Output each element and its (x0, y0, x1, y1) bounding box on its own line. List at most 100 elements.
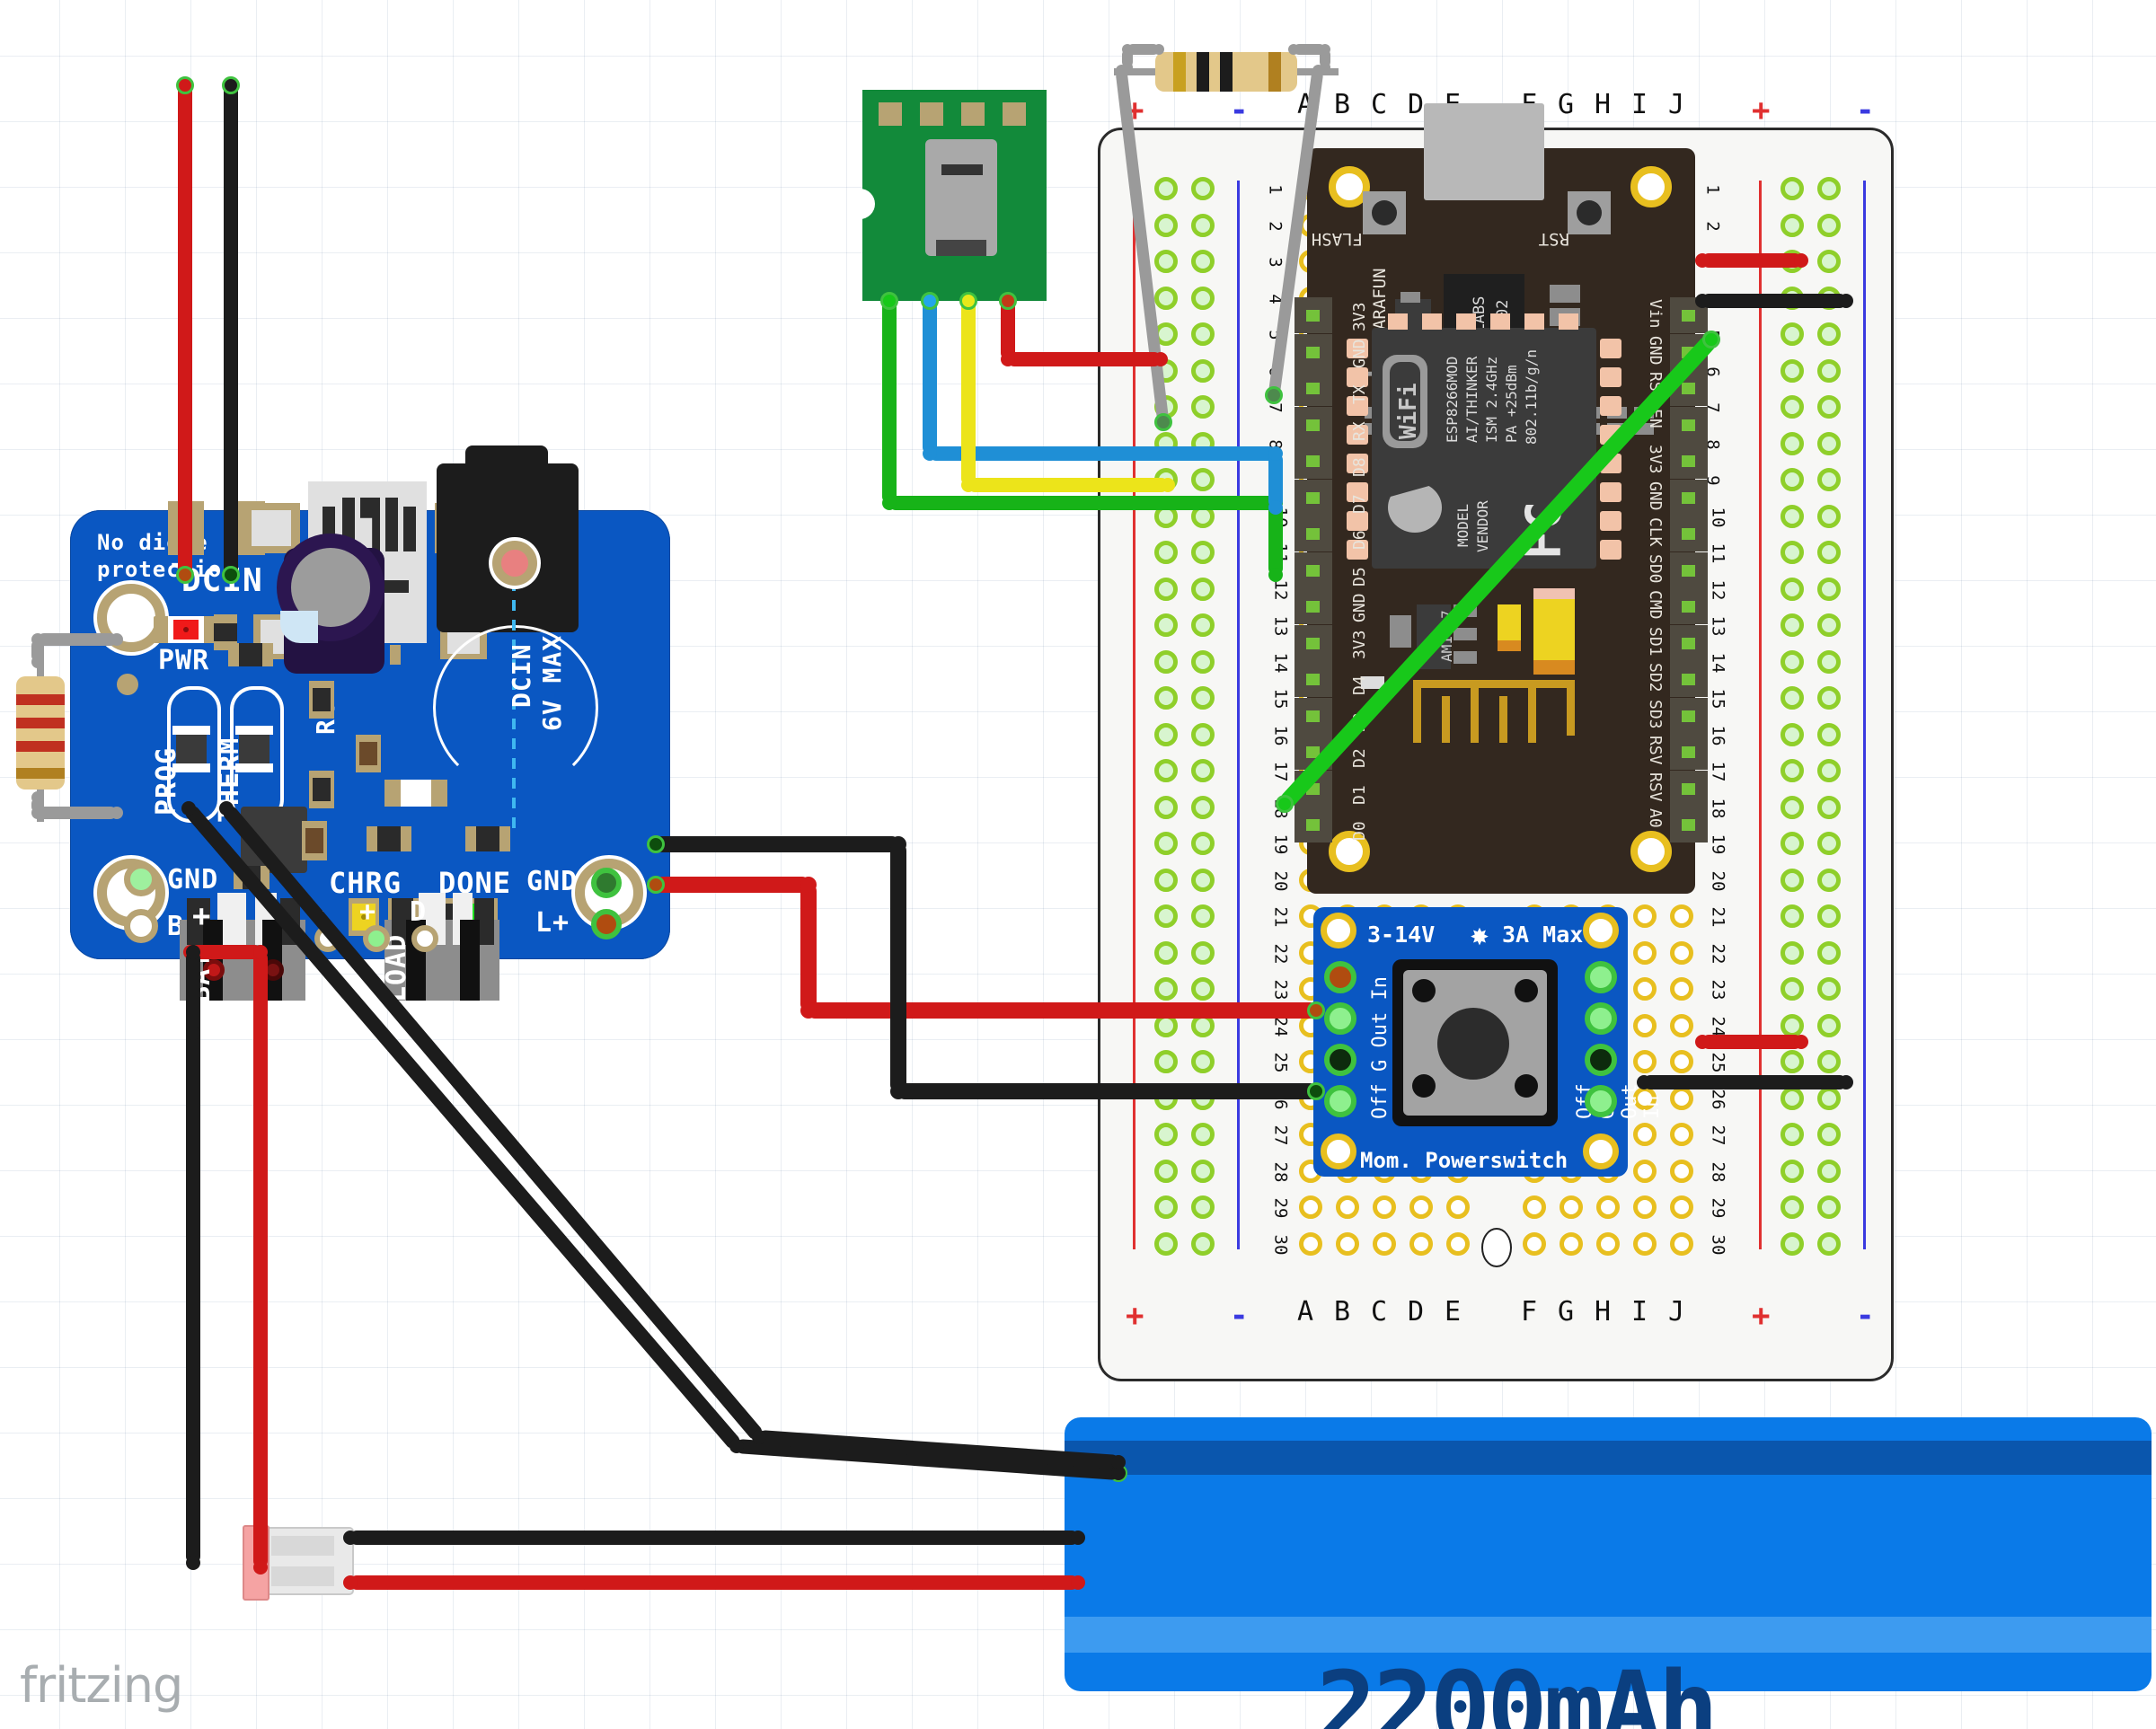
wire-sensor-yellow[interactable] (968, 478, 1168, 492)
esp-pin-D7-left[interactable] (1294, 479, 1332, 516)
dcin-center-pad[interactable] (492, 541, 537, 586)
breadboard-rail-hole[interactable] (1780, 832, 1804, 855)
breadboard-rail-hole[interactable] (1191, 250, 1215, 273)
esp-pin-D6-left[interactable] (1294, 516, 1332, 551)
wire-lplus-to-psw[interactable] (800, 885, 817, 1010)
breadboard-rail-hole[interactable] (1780, 722, 1804, 746)
breadboard-rail-hole[interactable] (1817, 250, 1841, 273)
wire-sensor-yellow[interactable] (961, 301, 976, 485)
breadboard-rail-hole[interactable] (1817, 177, 1841, 200)
breadboard-rail-hole[interactable] (1154, 213, 1178, 237)
resistor-lead-right[interactable] (1294, 44, 1325, 55)
breadboard-rail-hole[interactable] (1817, 1123, 1841, 1146)
breadboard-rail-hole[interactable] (1191, 541, 1215, 564)
wire-endpoint-sensor-green[interactable] (880, 292, 898, 310)
breadboard-rail-hole[interactable] (1191, 286, 1215, 310)
breadboard-hole-F30[interactable] (1523, 1231, 1546, 1256)
breadboard-rail-hole[interactable] (1817, 322, 1841, 346)
jst-connector[interactable] (243, 1525, 354, 1601)
breadboard-rail-hole[interactable] (1817, 832, 1841, 855)
wire-bb-rail-black-1[interactable] (1702, 294, 1846, 308)
breadboard-rail-hole[interactable] (1780, 977, 1804, 1001)
breadboard-rail-hole[interactable] (1154, 1123, 1178, 1146)
breadboard-rail-hole[interactable] (1780, 1195, 1804, 1219)
wire-endpoint-dcin-minus[interactable] (222, 566, 240, 584)
breadboard-rail-hole[interactable] (1154, 904, 1178, 928)
breadboard-hole-J29[interactable] (1670, 1195, 1693, 1219)
breadboard-rail-hole[interactable] (1154, 1231, 1178, 1256)
wire-sensor-green[interactable] (889, 496, 1276, 510)
wire-jst-red[interactable] (350, 1575, 1078, 1590)
wire-endpoint-sensor-red[interactable] (999, 292, 1017, 310)
wire-endpoint-psw-in[interactable] (1307, 1001, 1325, 1019)
breadboard-rail-hole[interactable] (1780, 504, 1804, 528)
breadboard-rail-hole[interactable] (1817, 541, 1841, 564)
breadboard-rail-hole[interactable] (1780, 1013, 1804, 1037)
breadboard-rail-hole[interactable] (1817, 722, 1841, 746)
wire-lplus-to-psw[interactable] (656, 877, 808, 893)
wire-bb-rail-red-2[interactable] (1702, 1035, 1801, 1049)
esp-pin-D8-left[interactable] (1294, 443, 1332, 479)
sensor-module[interactable] (855, 90, 1047, 301)
breadboard-rail-hole[interactable] (1191, 177, 1215, 200)
breadboard-rail-hole[interactable] (1191, 1050, 1215, 1073)
esp-pin-RSV-right[interactable] (1670, 734, 1708, 770)
breadboard-rail-hole[interactable] (1817, 940, 1841, 965)
breadboard-rail-hole[interactable] (1780, 1231, 1804, 1256)
esp-pin-3V3-left[interactable] (1294, 624, 1332, 661)
wire-sensor-red[interactable] (1008, 352, 1161, 366)
breadboard-rail-hole[interactable] (1154, 940, 1178, 965)
esp-pin-RX-left[interactable] (1294, 406, 1332, 443)
psw-pad-left-0[interactable] (1324, 961, 1356, 993)
momentary-powerswitch-board[interactable]: 3-14V 3A Max ✸ Off G Out In Off G Out In… (1313, 907, 1664, 1177)
psw-pad-right-2[interactable] (1585, 1044, 1617, 1076)
psw-pad-right-0[interactable] (1585, 961, 1617, 993)
breadboard-rail-hole[interactable] (1154, 541, 1178, 564)
breadboard-rail-hole[interactable] (1191, 322, 1215, 346)
wire-bat-down[interactable] (186, 952, 200, 1033)
breadboard-rail-hole[interactable] (1191, 358, 1215, 383)
psw-pad-left-3[interactable] (1324, 1085, 1356, 1117)
breadboard-rail-hole[interactable] (1817, 686, 1841, 710)
esp8266-nodemcu-board[interactable]: FLASH RST AYARAFUN SILABS CP2102 AM1117 (1294, 103, 1708, 894)
breadboard-rail-hole[interactable] (1154, 613, 1178, 637)
esp-pin-D0-left[interactable] (1294, 807, 1332, 842)
wire-endpoint-sensor-blue[interactable] (921, 292, 939, 310)
load-terminal-block[interactable] (384, 893, 499, 1001)
breadboard-hole-D29[interactable] (1409, 1195, 1433, 1219)
breadboard-rail-hole[interactable] (1780, 468, 1804, 491)
wire-bb-rail-black-2[interactable] (1644, 1075, 1846, 1089)
wire-jst-black[interactable] (350, 1531, 1078, 1545)
wire-jst-to-bat-red[interactable] (253, 952, 268, 1567)
wire-sensor-blue[interactable] (923, 301, 937, 454)
breadboard-hole-I25[interactable] (1633, 1050, 1657, 1073)
breadboard-hole-B29[interactable] (1336, 1195, 1359, 1219)
breadboard-rail-hole[interactable] (1817, 977, 1841, 1001)
esp-pin-D5-left[interactable] (1294, 551, 1332, 588)
breadboard-rail-hole[interactable] (1154, 759, 1178, 782)
breadboard-rail-hole[interactable] (1817, 468, 1841, 491)
breadboard-rail-hole[interactable] (1780, 395, 1804, 419)
breadboard-hole-I21[interactable] (1633, 904, 1657, 928)
esp-pin-A0-right[interactable] (1670, 807, 1708, 842)
breadboard-rail-hole[interactable] (1817, 1013, 1841, 1037)
wire-bb-rail-red-1[interactable] (1702, 253, 1801, 268)
wire-dcin-plus[interactable] (178, 85, 192, 575)
breadboard-rail-hole[interactable] (1817, 577, 1841, 601)
breadboard-rail-hole[interactable] (1780, 431, 1804, 455)
breadboard-rail-hole[interactable] (1191, 832, 1215, 855)
wire-sensor-blue[interactable] (1268, 454, 1283, 507)
breadboard-hole-C30[interactable] (1373, 1231, 1396, 1256)
wire-dcin-minus[interactable] (224, 85, 238, 575)
wire-endpoint-res-l[interactable] (1154, 413, 1172, 431)
breadboard-rail-hole[interactable] (1154, 832, 1178, 855)
breadboard-hole-J24[interactable] (1670, 1013, 1693, 1037)
breadboard-hole-H29[interactable] (1596, 1195, 1620, 1219)
breadboard-rail-hole[interactable] (1191, 613, 1215, 637)
breadboard-rail-hole[interactable] (1154, 868, 1178, 892)
breadboard-rail-hole[interactable] (1780, 541, 1804, 564)
breadboard-rail-hole[interactable] (1191, 868, 1215, 892)
psw-pad-left-1[interactable] (1324, 1002, 1356, 1035)
wire-endpoint-lplus[interactable] (647, 876, 665, 894)
esp-pin-3V3-left[interactable] (1294, 297, 1332, 333)
